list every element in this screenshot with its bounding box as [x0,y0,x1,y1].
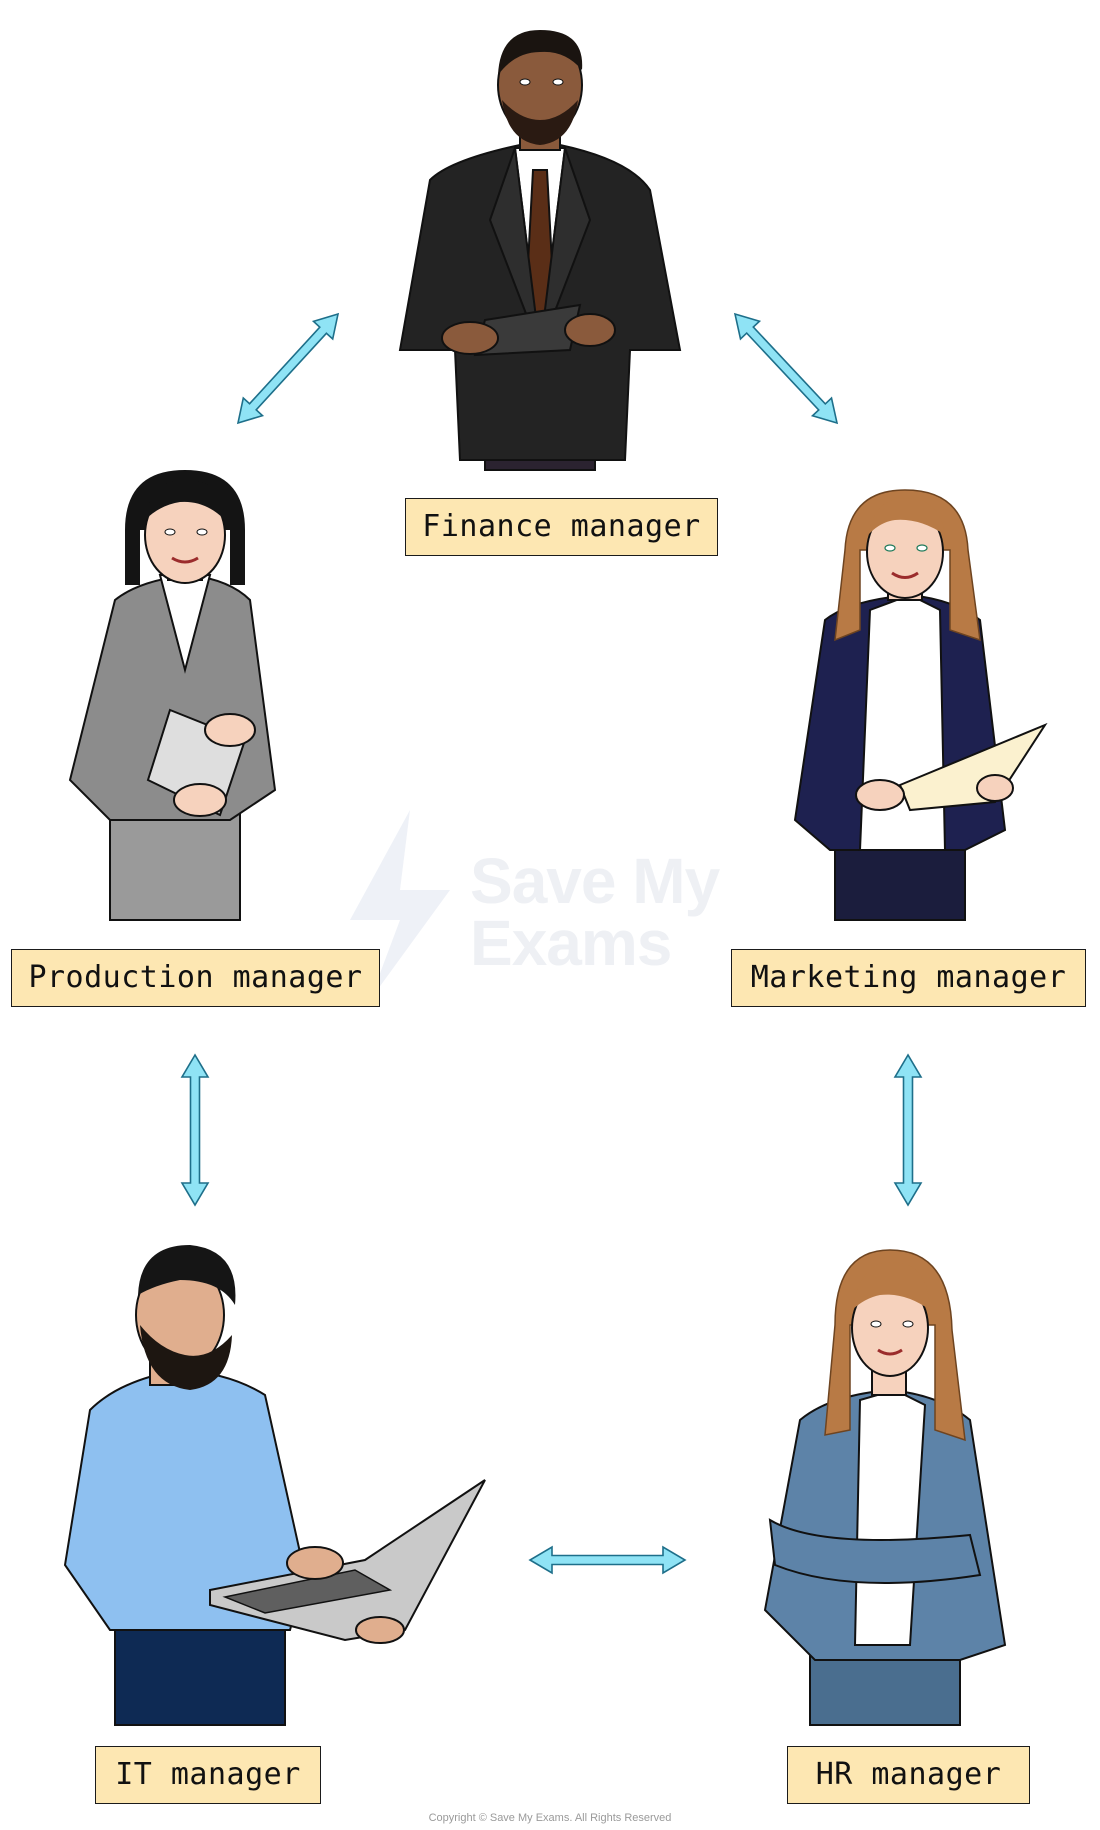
double-headed-arrow-shape-finance-production [236,312,340,425]
double-headed-arrow-icon-marketing-hr [893,1053,923,1207]
watermark-bolt-icon [350,810,450,1000]
double-headed-arrow-icon-it-hr [528,1545,687,1575]
double-headed-arrow-shape-finance-marketing [733,312,839,425]
double-headed-arrow-shape-it-hr [528,1545,687,1575]
double-headed-arrow-icon-production-it [180,1053,210,1207]
finance-manager-figure [398,30,682,471]
marketing-manager-label: Marketing manager [731,949,1086,1007]
it-manager-figure [63,1245,486,1726]
double-headed-arrow-icon-finance-production [236,312,340,425]
hr-manager-label: HR manager [787,1746,1030,1804]
watermark-line-2: Exams [470,907,672,979]
copyright-notice: Copyright © Save My Exams. All Rights Re… [428,1812,672,1824]
watermark-line-1: Save My [470,845,720,917]
hr-manager-figure [763,1249,1007,1726]
double-headed-arrow-icon-finance-marketing [733,312,839,425]
marketing-manager-figure [793,489,1048,921]
watermark-text: Save My Exams [470,845,720,979]
double-headed-arrow-shape-production-it [180,1053,210,1207]
finance-manager-label: Finance manager [405,498,718,556]
production-manager-figure [68,470,277,921]
production-manager-label: Production manager [11,949,380,1007]
it-manager-label: IT manager [95,1746,321,1804]
double-headed-arrow-shape-marketing-hr [893,1053,923,1207]
